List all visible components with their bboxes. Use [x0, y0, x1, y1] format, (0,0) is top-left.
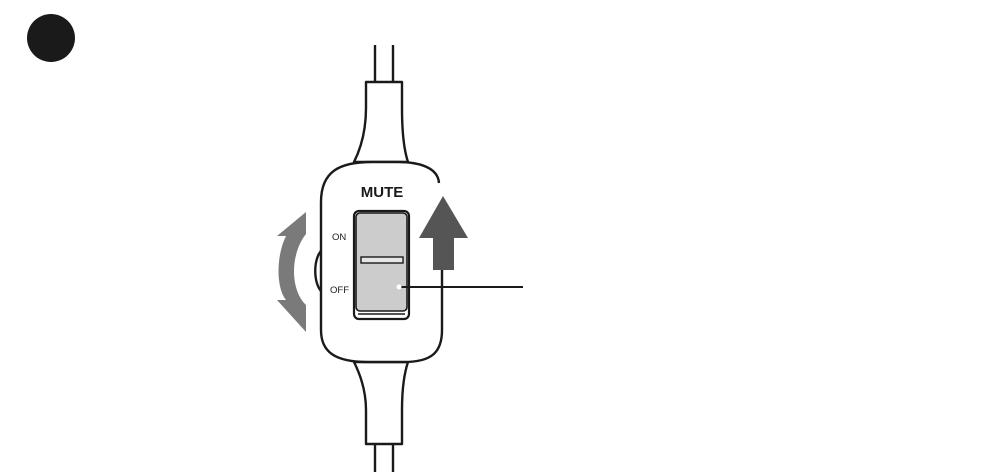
- cable-bottom: [375, 444, 393, 472]
- wheel-rotate-arrow-icon: [277, 212, 306, 332]
- cable-top: [375, 45, 393, 82]
- strain-relief-bottom: [354, 362, 408, 444]
- mute-label: MUTE: [361, 184, 404, 201]
- off-label: OFF: [330, 285, 349, 296]
- slider-grip: [361, 257, 403, 263]
- step-marker-icon: [27, 14, 75, 62]
- strain-relief-top: [354, 82, 408, 162]
- on-label: ON: [332, 232, 346, 243]
- leader-dot: [397, 285, 402, 290]
